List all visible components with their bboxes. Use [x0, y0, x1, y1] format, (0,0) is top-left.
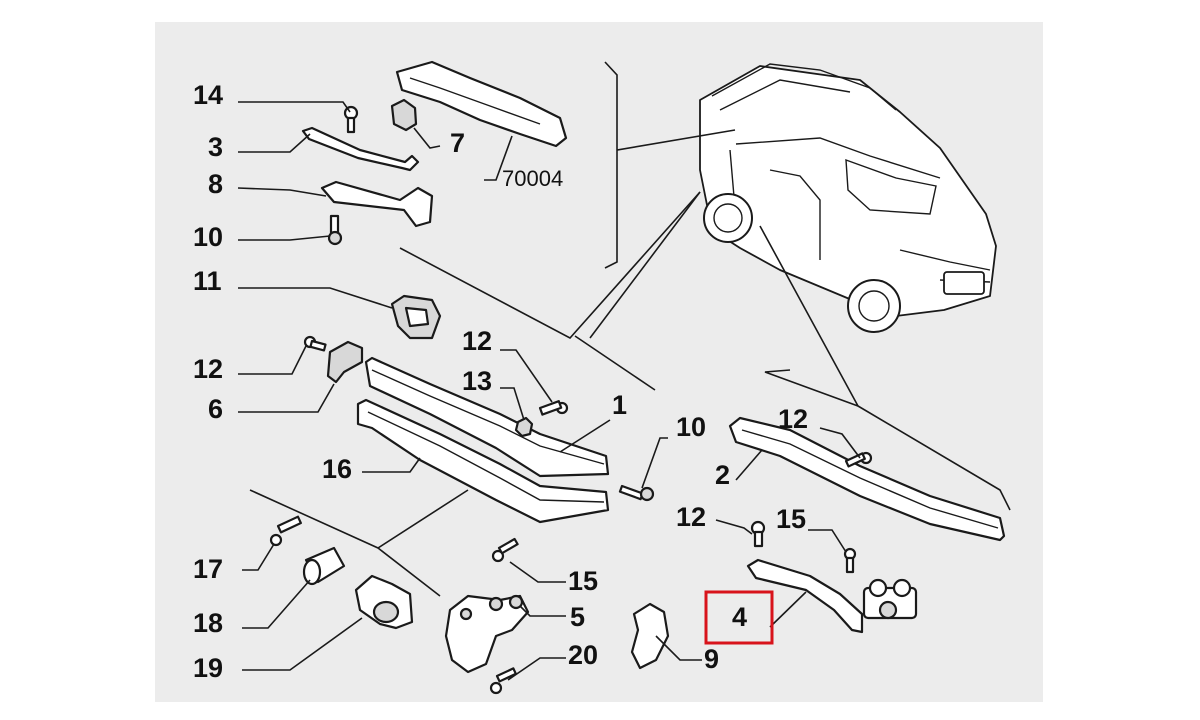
callout-10-left: 10 — [193, 222, 223, 252]
callout-12-mid: 12 — [462, 326, 492, 356]
callout-18: 18 — [193, 608, 223, 638]
part-screw-12d — [750, 520, 766, 548]
callout-10-right: 10 — [676, 412, 706, 442]
callout-2: 2 — [715, 460, 730, 490]
callout-12-left: 12 — [193, 354, 223, 384]
guide-lower-mid — [377, 489, 469, 549]
callout-1: 1 — [612, 390, 627, 420]
part-bushing-18 — [302, 546, 346, 586]
part-rail-1 — [364, 356, 610, 478]
part-screw-17 — [269, 515, 302, 547]
guide-to-rail-1 — [399, 191, 701, 340]
guide-to-rail-2 — [759, 225, 860, 408]
callout-6: 6 — [208, 394, 223, 424]
callout-19: 19 — [193, 653, 223, 683]
part-screw-15b — [843, 547, 857, 574]
leader-lines — [237, 101, 861, 681]
callout-12-lower: 12 — [676, 502, 706, 532]
part-rollers-4 — [862, 578, 918, 620]
part-panel-70004 — [395, 60, 568, 148]
part-roller-arm-4 — [746, 558, 864, 634]
callout-70004: 70004 — [502, 166, 563, 191]
guide-upper-bracket — [604, 61, 736, 269]
callout-3: 3 — [208, 132, 223, 162]
callout-7: 7 — [450, 128, 465, 158]
van-illustration — [699, 63, 997, 333]
part-nut-13 — [514, 416, 534, 438]
part-rail-16 — [356, 398, 610, 524]
part-cover-8 — [320, 180, 434, 228]
part-bumper-7 — [390, 98, 418, 132]
part-bolt-20 — [489, 667, 517, 695]
part-screw-12c — [844, 451, 873, 468]
callout-5: 5 — [570, 602, 585, 632]
callout-12-right: 12 — [778, 404, 808, 434]
part-bracket-6 — [326, 340, 364, 384]
callout-17: 17 — [193, 554, 223, 584]
callout-8: 8 — [208, 169, 223, 199]
callout-13: 13 — [462, 366, 492, 396]
part-screw-15a — [491, 537, 519, 563]
callout-14: 14 — [193, 80, 223, 110]
guide-to-rail-2b — [857, 405, 1011, 511]
callout-16: 16 — [322, 454, 352, 484]
part-screw-12b — [538, 400, 569, 416]
callout-15-right: 15 — [776, 504, 806, 534]
callout-20: 20 — [568, 640, 598, 670]
highlight-box-4 — [704, 590, 774, 645]
callout-11: 11 — [193, 266, 222, 296]
part-rod-3 — [301, 126, 420, 172]
guide-to-rail-1b — [574, 191, 701, 391]
callout-9: 9 — [704, 644, 719, 674]
part-bracket-9 — [630, 602, 670, 670]
part-screw-12a — [303, 335, 327, 352]
callout-4: 4 — [732, 602, 747, 632]
part-bolt-10 — [327, 214, 343, 246]
part-bolt-10b — [618, 484, 655, 502]
callout-15-mid: 15 — [568, 566, 598, 596]
